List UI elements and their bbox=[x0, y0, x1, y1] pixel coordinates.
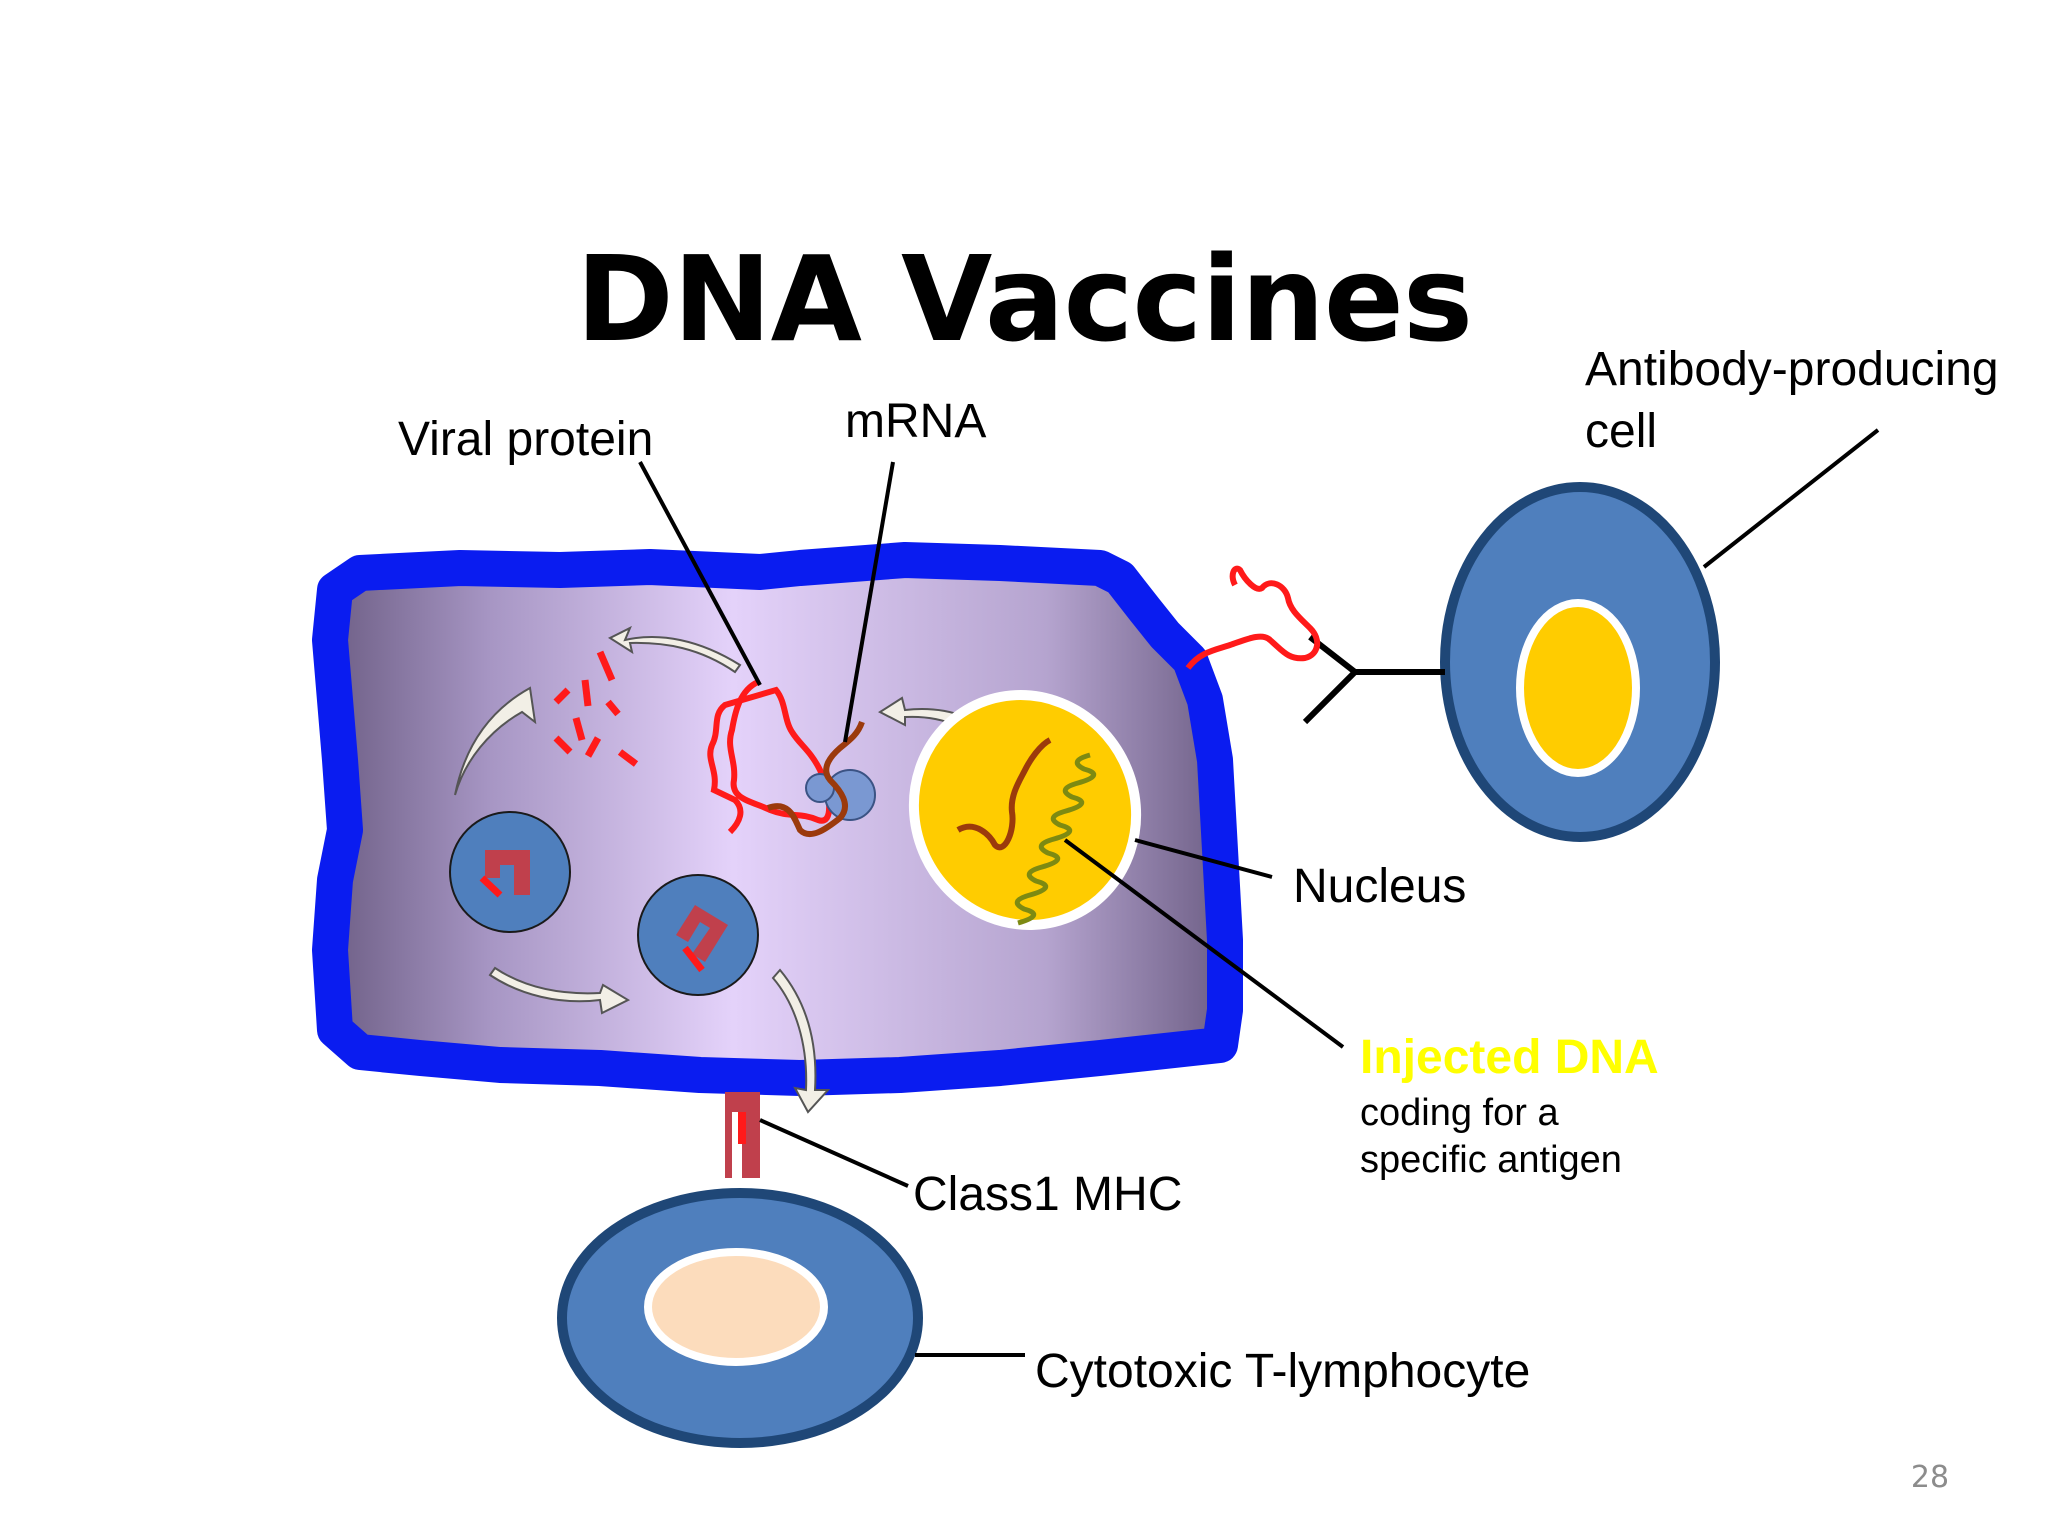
curved-arrow bbox=[488, 966, 631, 1015]
label-antibody-cell-line1: Antibody-producing bbox=[1585, 343, 1999, 396]
slide-page-number: 28 bbox=[1910, 1460, 1950, 1495]
nucleus-envelope bbox=[908, 690, 1142, 930]
cell-membrane bbox=[312, 542, 1243, 1096]
label-viral-protein: Viral protein bbox=[398, 413, 653, 466]
antigen-strand bbox=[1185, 565, 1321, 670]
mhc-peptide-icon bbox=[676, 905, 728, 962]
mhc-peptide-icon bbox=[485, 850, 530, 895]
label-injected-dna-desc-line1: coding for a bbox=[1360, 1092, 1559, 1134]
label-antibody-cell-line2: cell bbox=[1585, 405, 1657, 458]
antibody-producing-cell bbox=[1440, 482, 1720, 842]
antibody-icon bbox=[1302, 634, 1445, 725]
injected-dna-helix bbox=[1014, 752, 1096, 926]
label-mrna: mRNA bbox=[845, 395, 986, 448]
label-injected-dna: Injected DNA bbox=[1360, 1031, 1659, 1084]
mrna-strand bbox=[766, 720, 865, 838]
mhc-vesicle-1 bbox=[449, 811, 571, 933]
host-cell bbox=[312, 542, 1243, 1096]
curved-arrow bbox=[607, 625, 742, 674]
mhc-vesicle-2 bbox=[637, 874, 759, 996]
slide-title: DNA Vaccines bbox=[575, 230, 1473, 368]
cytotoxic-t-lymphocyte bbox=[557, 1188, 923, 1448]
label-class1-mhc: Class1 MHC bbox=[913, 1168, 1182, 1221]
label-injected-dna-desc-line2: specific antigen bbox=[1360, 1139, 1622, 1181]
curved-arrow bbox=[454, 686, 537, 796]
label-cytotoxic: Cytotoxic T-lymphocyte bbox=[1035, 1345, 1530, 1398]
antibody-cell-nucleus bbox=[1516, 599, 1640, 777]
viral-protein-chain bbox=[707, 679, 833, 835]
host-nucleus bbox=[908, 690, 1142, 930]
leader-lines bbox=[638, 428, 1880, 1357]
tcell-nucleus bbox=[644, 1248, 828, 1366]
nuclear-mrna bbox=[956, 737, 1052, 851]
label-nucleus: Nucleus bbox=[1293, 860, 1466, 913]
class1-mhc-receptor bbox=[725, 1092, 760, 1178]
protein-fragments bbox=[553, 650, 639, 767]
curved-arrow bbox=[771, 968, 831, 1114]
